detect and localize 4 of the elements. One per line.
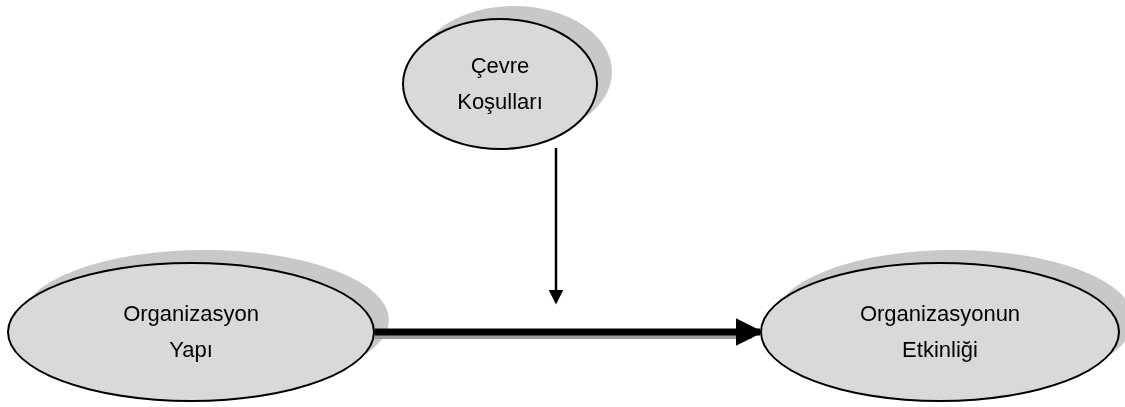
node-label: Organizasyon Yapı (122, 300, 260, 364)
node-label: Organizasyonun Etkinliği (858, 300, 1022, 364)
node-label: Çevre Koşulları (456, 52, 544, 116)
arrow (548, 148, 564, 305)
